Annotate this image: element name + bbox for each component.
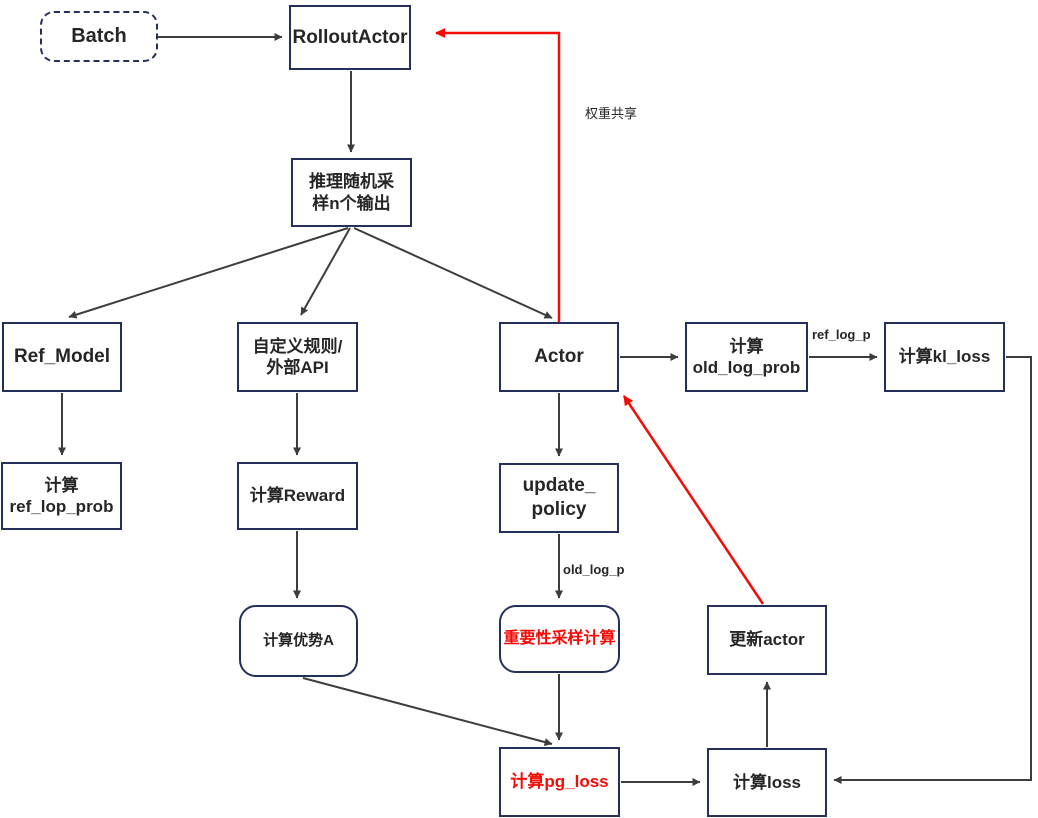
node-update-actor-label: 更新actor	[729, 630, 805, 650]
edge-sample-to-refmodel	[68, 227, 349, 319]
node-rollout-actor-label: RolloutActor	[292, 26, 408, 48]
node-custom-rule-external-api-label: 自定义规则/ 外部API	[252, 336, 343, 377]
node-ref-model: Ref_Model	[2, 322, 122, 392]
node-compute-ref-lop-prob-label: 计算 ref_lop_prob	[9, 475, 114, 516]
edge-label-old-log-p: old_log_p	[563, 562, 625, 577]
node-compute-reward-label: 计算Reward	[249, 486, 346, 506]
node-importance-sampling: 重要性采样计算	[499, 605, 620, 673]
node-actor-label: Actor	[534, 346, 584, 368]
node-actor: Actor	[499, 322, 619, 392]
node-compute-old-log-prob: 计算 old_log_prob	[685, 322, 808, 392]
node-compute-old-log-prob-label: 计算 old_log_prob	[692, 336, 801, 377]
node-compute-advantage-label: 计算优势A	[263, 631, 334, 649]
node-importance-sampling-label: 重要性采样计算	[503, 630, 616, 647]
edge-sample-to-customrule	[300, 227, 351, 316]
edge-updateactor-to-actor	[622, 395, 765, 605]
node-ref-model-label: Ref_Model	[13, 346, 111, 368]
node-compute-loss-label: 计算loss	[732, 772, 802, 792]
node-update-policy: update_ policy	[499, 463, 619, 533]
node-batch-label: Batch	[71, 25, 127, 47]
node-update-policy-label: update_ policy	[522, 475, 596, 520]
edge-klloss-to-loss	[833, 356, 1032, 784]
node-compute-kl-loss-label: 计算kl_loss	[898, 347, 991, 367]
node-compute-reward: 计算Reward	[237, 462, 358, 530]
node-batch: Batch	[40, 11, 158, 62]
node-sample-n-outputs: 推理随机采 样n个输出	[291, 158, 412, 227]
edge-label-weight-share: 权重共享	[585, 106, 638, 121]
edge-sample-to-actor	[353, 227, 553, 319]
node-compute-ref-lop-prob: 计算 ref_lop_prob	[1, 462, 122, 530]
edge-actor-to-rolloutactor-weight-share	[435, 28, 561, 322]
node-sample-n-outputs-label: 推理随机采 样n个输出	[309, 172, 394, 213]
node-compute-loss: 计算loss	[707, 748, 827, 817]
node-compute-advantage: 计算优势A	[239, 605, 358, 677]
node-compute-pg-loss: 计算pg_loss	[499, 747, 620, 817]
node-custom-rule-external-api: 自定义规则/ 外部API	[237, 322, 358, 392]
node-compute-pg-loss-label: 计算pg_loss	[510, 772, 609, 792]
edge-advantage-to-pgloss	[302, 677, 553, 746]
edge-label-ref-log-p: ref_log_p	[812, 327, 871, 342]
node-compute-kl-loss: 计算kl_loss	[884, 322, 1005, 392]
node-update-actor: 更新actor	[707, 605, 827, 675]
node-rollout-actor: RolloutActor	[289, 5, 411, 70]
